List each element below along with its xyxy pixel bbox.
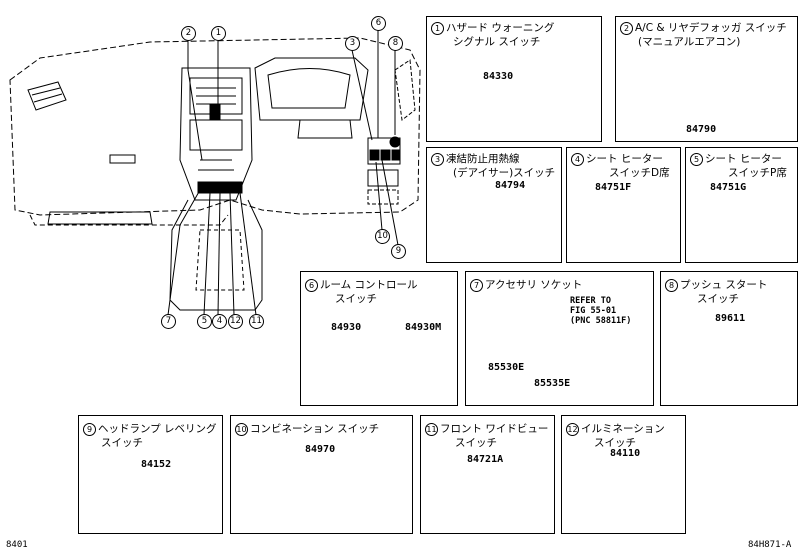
callout-6: 6 — [371, 16, 386, 31]
panel-title-line1: ルーム コントロール — [320, 279, 418, 291]
footer-left-code: 8401 — [6, 540, 28, 550]
part-number: 84970 — [305, 444, 336, 455]
callout-7: 7 — [161, 314, 176, 329]
panel-title-line2: スイッチ — [455, 437, 497, 449]
panel-title-line2: (マニュアルエアコン) — [638, 36, 741, 48]
part-number: 84930 — [331, 322, 362, 333]
panel-number: 11 — [425, 423, 438, 436]
panel-title-line1: プッシュ スタート — [680, 279, 768, 291]
part-number: 84751G — [710, 182, 747, 193]
part-number: 84330 — [483, 71, 514, 82]
part-number: 89611 — [715, 313, 746, 324]
panel-title-line2: (デアイサー)スイッチ — [453, 167, 556, 179]
panel-number: 12 — [566, 423, 579, 436]
panel-title-line1: シート ヒーター — [705, 153, 782, 165]
panel-title-line1: コンビネーション スイッチ — [250, 423, 380, 435]
callout-3: 3 — [345, 36, 360, 51]
part-number: 84721A — [467, 454, 504, 465]
callout-2: 2 — [181, 26, 196, 41]
panel-number: 5 — [690, 153, 703, 166]
panel-number: 3 — [431, 153, 444, 166]
part-number-2: 84930M — [405, 322, 442, 333]
panel-title-line2: スイッチP席 — [728, 167, 787, 179]
part-number: 84790 — [686, 124, 717, 135]
callout-4: 4 — [212, 314, 227, 329]
panel-number: 10 — [235, 423, 248, 436]
callout-11: 11 — [249, 314, 264, 329]
panel-title-line2: スイッチ — [101, 437, 143, 449]
panel-title-line2: シグナル スイッチ — [453, 36, 541, 48]
panel-title-line2: スイッチ — [594, 437, 636, 449]
callout-1: 1 — [211, 26, 226, 41]
panel-title-line1: 凍結防止用熱線 — [446, 153, 520, 165]
callout-8: 8 — [388, 36, 403, 51]
part-number: 84751F — [595, 182, 632, 193]
part-number: 84794 — [495, 180, 526, 191]
panel-number: 4 — [571, 153, 584, 166]
panel-number: 7 — [470, 279, 483, 292]
reference-note: REFER TO FIG 55-01 (PNC 58811F) — [570, 296, 632, 326]
callout-12: 12 — [228, 314, 243, 329]
footer-right-code: 84H871-A — [748, 540, 792, 550]
panel-title-line2: スイッチ — [697, 293, 739, 305]
panel-title-line1: フロント ワイドビュー — [440, 423, 549, 435]
panel-number: 9 — [83, 423, 96, 436]
callout-5: 5 — [197, 314, 212, 329]
dashboard-illustration — [9, 30, 421, 316]
panel-title-line1: A/C & リヤデフォッガ スイッチ — [635, 22, 787, 34]
panel-number: 8 — [665, 279, 678, 292]
panel-title-line1: シート ヒーター — [586, 153, 663, 165]
callout-10: 10 — [375, 229, 390, 244]
panel-title-line1: ヘッドランプ レベリング — [98, 423, 217, 435]
part-number: 84152 — [141, 459, 172, 470]
panel-number: 6 — [305, 279, 318, 292]
panel-title-line1: ハザード ウォーニング — [446, 22, 555, 34]
panel-title-line2: スイッチ — [335, 293, 377, 305]
part-number: 84110 — [610, 448, 641, 459]
panel-title-line1: アクセサリ ソケット — [485, 279, 583, 291]
panel-number: 1 — [431, 22, 444, 35]
callout-9: 9 — [391, 244, 406, 259]
panel-title-line1: イルミネーション — [581, 423, 665, 435]
part-number: 85530E — [488, 362, 525, 373]
panel-title-line2: スイッチD席 — [609, 167, 670, 179]
panel-number: 2 — [620, 22, 633, 35]
part-number-2: 85535E — [534, 378, 571, 389]
